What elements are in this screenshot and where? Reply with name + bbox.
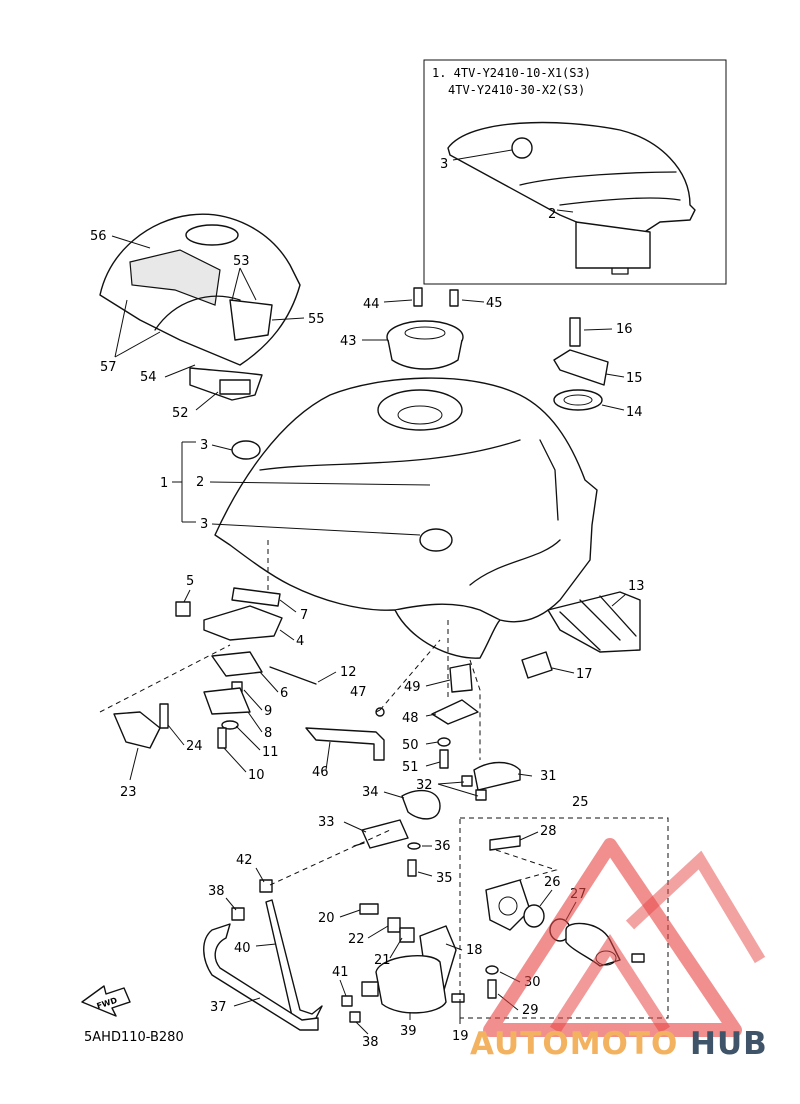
inset-panel: 1. 4TV-Y2410-10-X1(S3) 4TV-Y2410-30-X2(S… [423, 59, 727, 285]
callout-19: 19 [452, 1029, 469, 1044]
tank-cover-assembly [99, 213, 301, 401]
callout-34: 34 [362, 785, 379, 800]
callout-44: 44 [363, 297, 380, 312]
callout-31: 31 [540, 769, 557, 784]
callout-1: 1 [160, 476, 168, 491]
callout-28: 28 [540, 824, 557, 839]
callout-41: 41 [332, 965, 349, 980]
callout-40: 40 [234, 941, 251, 956]
callout-37: 37 [210, 1000, 227, 1015]
callout-2: 2 [196, 475, 204, 490]
callout-36: 36 [434, 839, 451, 854]
automotohub-logo: AUTOMOTO HUB [470, 838, 768, 1062]
callout-48: 48 [402, 711, 419, 726]
callout-35: 35 [436, 871, 453, 886]
callout-39: 39 [400, 1024, 417, 1039]
callout-38: 38 [362, 1035, 379, 1050]
callout-49: 49 [404, 680, 421, 695]
callout-38: 38 [208, 884, 225, 899]
fuel-tank [214, 377, 598, 659]
callout-20: 20 [318, 911, 335, 926]
callout-16: 16 [616, 322, 633, 337]
callout-14: 14 [626, 405, 643, 420]
diagram-code: 5AHD110-B280 [84, 1030, 184, 1045]
callout-57: 57 [100, 360, 117, 375]
callout-17: 17 [576, 667, 593, 682]
callout-47: 47 [350, 685, 367, 700]
logo-text-part-1: AUTOMOTO [470, 1026, 678, 1062]
filler-cap [386, 287, 464, 370]
callout-54: 54 [140, 370, 157, 385]
callout-53: 53 [233, 254, 250, 269]
callout-5: 5 [186, 574, 194, 589]
callout-3: 3 [200, 438, 208, 453]
callout-52: 52 [172, 406, 189, 421]
callout-46: 46 [312, 765, 329, 780]
callout-12: 12 [340, 665, 357, 680]
callout-55: 55 [308, 312, 325, 327]
callout-24: 24 [186, 739, 203, 754]
callout-23: 23 [120, 785, 137, 800]
callout-42: 42 [236, 853, 253, 868]
callout-56: 56 [90, 229, 107, 244]
callout-4: 4 [296, 634, 304, 649]
callout-25: 25 [572, 795, 589, 810]
forward-arrow-icon: FWD [81, 985, 131, 1017]
callout-6: 6 [280, 686, 288, 701]
inset-part-line-2: 4TV-Y2410-30-X2(S3) [448, 83, 585, 97]
callout-7: 7 [300, 608, 308, 623]
callout-9: 9 [264, 704, 272, 719]
inset-part-line-1: 1. 4TV-Y2410-10-X1(S3) [432, 66, 591, 80]
callout-51: 51 [402, 760, 419, 775]
callout-32: 32 [416, 778, 433, 793]
callout-3: 3 [200, 517, 208, 532]
callout-11: 11 [262, 745, 279, 760]
callout-8: 8 [264, 726, 272, 741]
callout-15: 15 [626, 371, 643, 386]
callout-33: 33 [318, 815, 335, 830]
callout-26: 26 [544, 875, 561, 890]
callout-29: 29 [522, 1003, 539, 1018]
callout-50: 50 [402, 738, 419, 753]
callout-21: 21 [374, 953, 391, 968]
inset-tank-drawing [447, 121, 696, 275]
logo-text-part-2: HUB [690, 1026, 768, 1062]
callout-3-inset: 3 [440, 157, 448, 172]
callout-2-inset: 2 [548, 207, 556, 222]
callout-22: 22 [348, 932, 365, 947]
callout-18: 18 [466, 943, 483, 958]
callout-10: 10 [248, 768, 265, 783]
callout-13: 13 [628, 579, 645, 594]
callout-45: 45 [486, 296, 503, 311]
callout-43: 43 [340, 334, 357, 349]
